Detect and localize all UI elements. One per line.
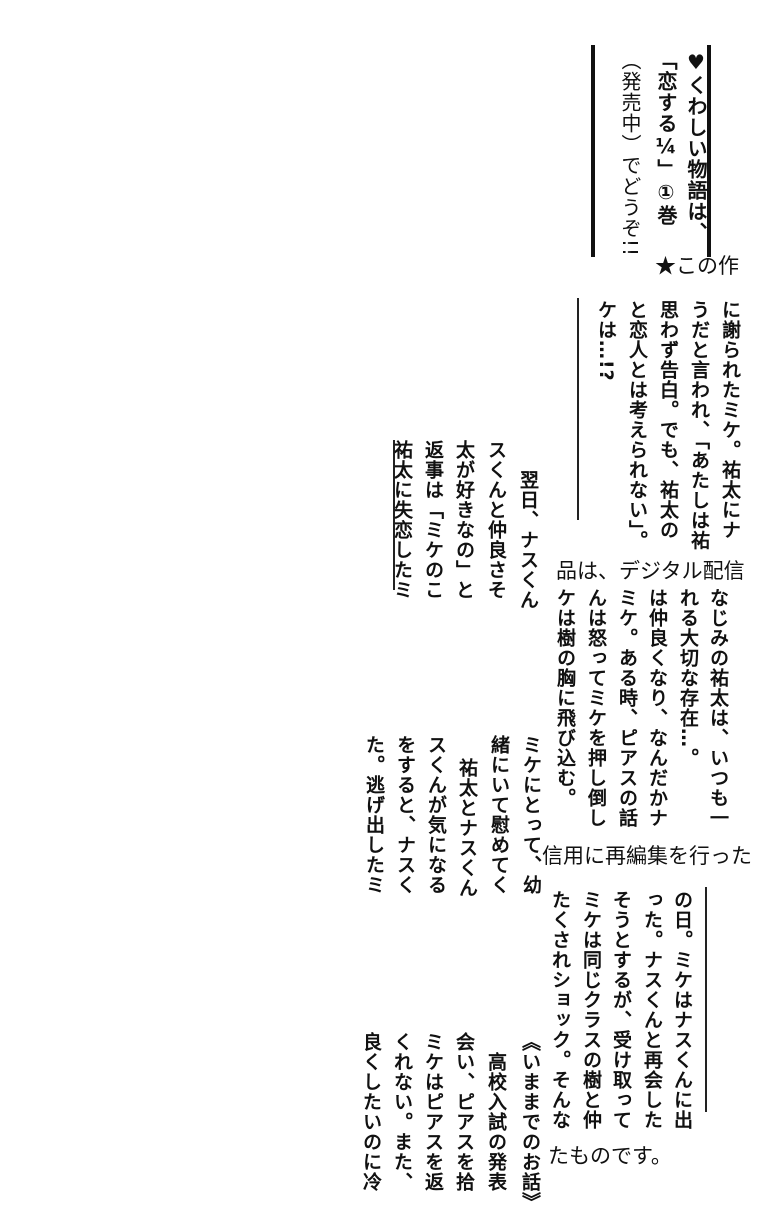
synopsis-line: たくされショック。そんな <box>549 890 571 1130</box>
box-right-rule <box>707 45 711 257</box>
synopsis-line: った。ナスくんと再会した <box>641 890 663 1130</box>
synopsis-line: 良くしたいのに冷 <box>360 1032 382 1192</box>
synopsis-line: に謝られたミケ。祐太にナ <box>719 300 741 540</box>
notice-fragment: ★この作 <box>655 254 739 278</box>
synopsis-line: ミケにとって、幼 <box>520 735 542 895</box>
synopsis-line: スくんが気になる <box>425 735 447 895</box>
note-line: ♥くわしい物語は、 <box>684 50 708 243</box>
synopsis-line: と恋人とは考えられない」。 <box>626 300 648 551</box>
synopsis-heading: 《いままでのお話》 <box>519 1032 541 1212</box>
synopsis-line: 太が好きなの」と <box>453 440 475 600</box>
synopsis-line: 祐太に失恋したミ <box>391 440 413 600</box>
synopsis-line: た。逃げ出したミ <box>363 735 385 895</box>
synopsis-line: 翌日、ナスくん <box>517 470 539 610</box>
synopsis-line: 高校入試の発表 <box>485 1052 507 1192</box>
synopsis-line: は仲良くなり、なんだかナ <box>646 588 668 828</box>
synopsis-line: 返事は「ミケのこ <box>422 440 444 600</box>
synopsis-line: の日。ミケはナスくんに出 <box>671 890 693 1130</box>
divider-line <box>705 887 707 1112</box>
box-left-rule <box>591 45 595 257</box>
note-line: （発売中）でどうぞ!! <box>618 50 642 258</box>
synopsis-line: ケは…!? <box>595 300 617 382</box>
synopsis-line: ケは樹の胸に飛び込む。 <box>554 588 576 808</box>
synopsis-line: 会い、ピアスを拾 <box>453 1032 475 1192</box>
synopsis-line: んは怒ってミケを押し倒し <box>585 588 607 828</box>
synopsis-line: ミケ。ある時、ピアスの話 <box>616 588 638 828</box>
notice-fragment: 信用に再編集を行った <box>542 844 752 868</box>
synopsis-line: 思わず告白。でも、祐太の <box>657 300 679 540</box>
synopsis-line: 緒にいて慰めてく <box>488 735 510 895</box>
divider-line <box>577 298 579 520</box>
divider-line <box>393 440 395 590</box>
synopsis-line: そうとするが、受け取って <box>610 890 632 1130</box>
notice-fragment: 品は、デジタル配信 <box>556 559 745 583</box>
synopsis-line: 祐太とナスくん <box>456 758 478 898</box>
notice-fragment: たものです。 <box>548 1144 672 1168</box>
synopsis-line: なじみの祐太は、いつも一 <box>707 588 729 828</box>
note-line: 「恋する¼」①巻 <box>654 50 678 226</box>
synopsis-line: ミケは同じクラスの樹と仲 <box>580 890 602 1130</box>
synopsis-line: をすると、ナスく <box>394 735 416 895</box>
synopsis-line: ミケはピアスを返 <box>422 1032 444 1192</box>
synopsis-line: くれない。また、 <box>391 1032 413 1192</box>
synopsis-line: れる大切な存在…。 <box>677 588 699 768</box>
synopsis-line: うだと言われ、「あたしは祐 <box>688 300 710 551</box>
synopsis-line: スくんと仲良さそ <box>485 440 507 600</box>
